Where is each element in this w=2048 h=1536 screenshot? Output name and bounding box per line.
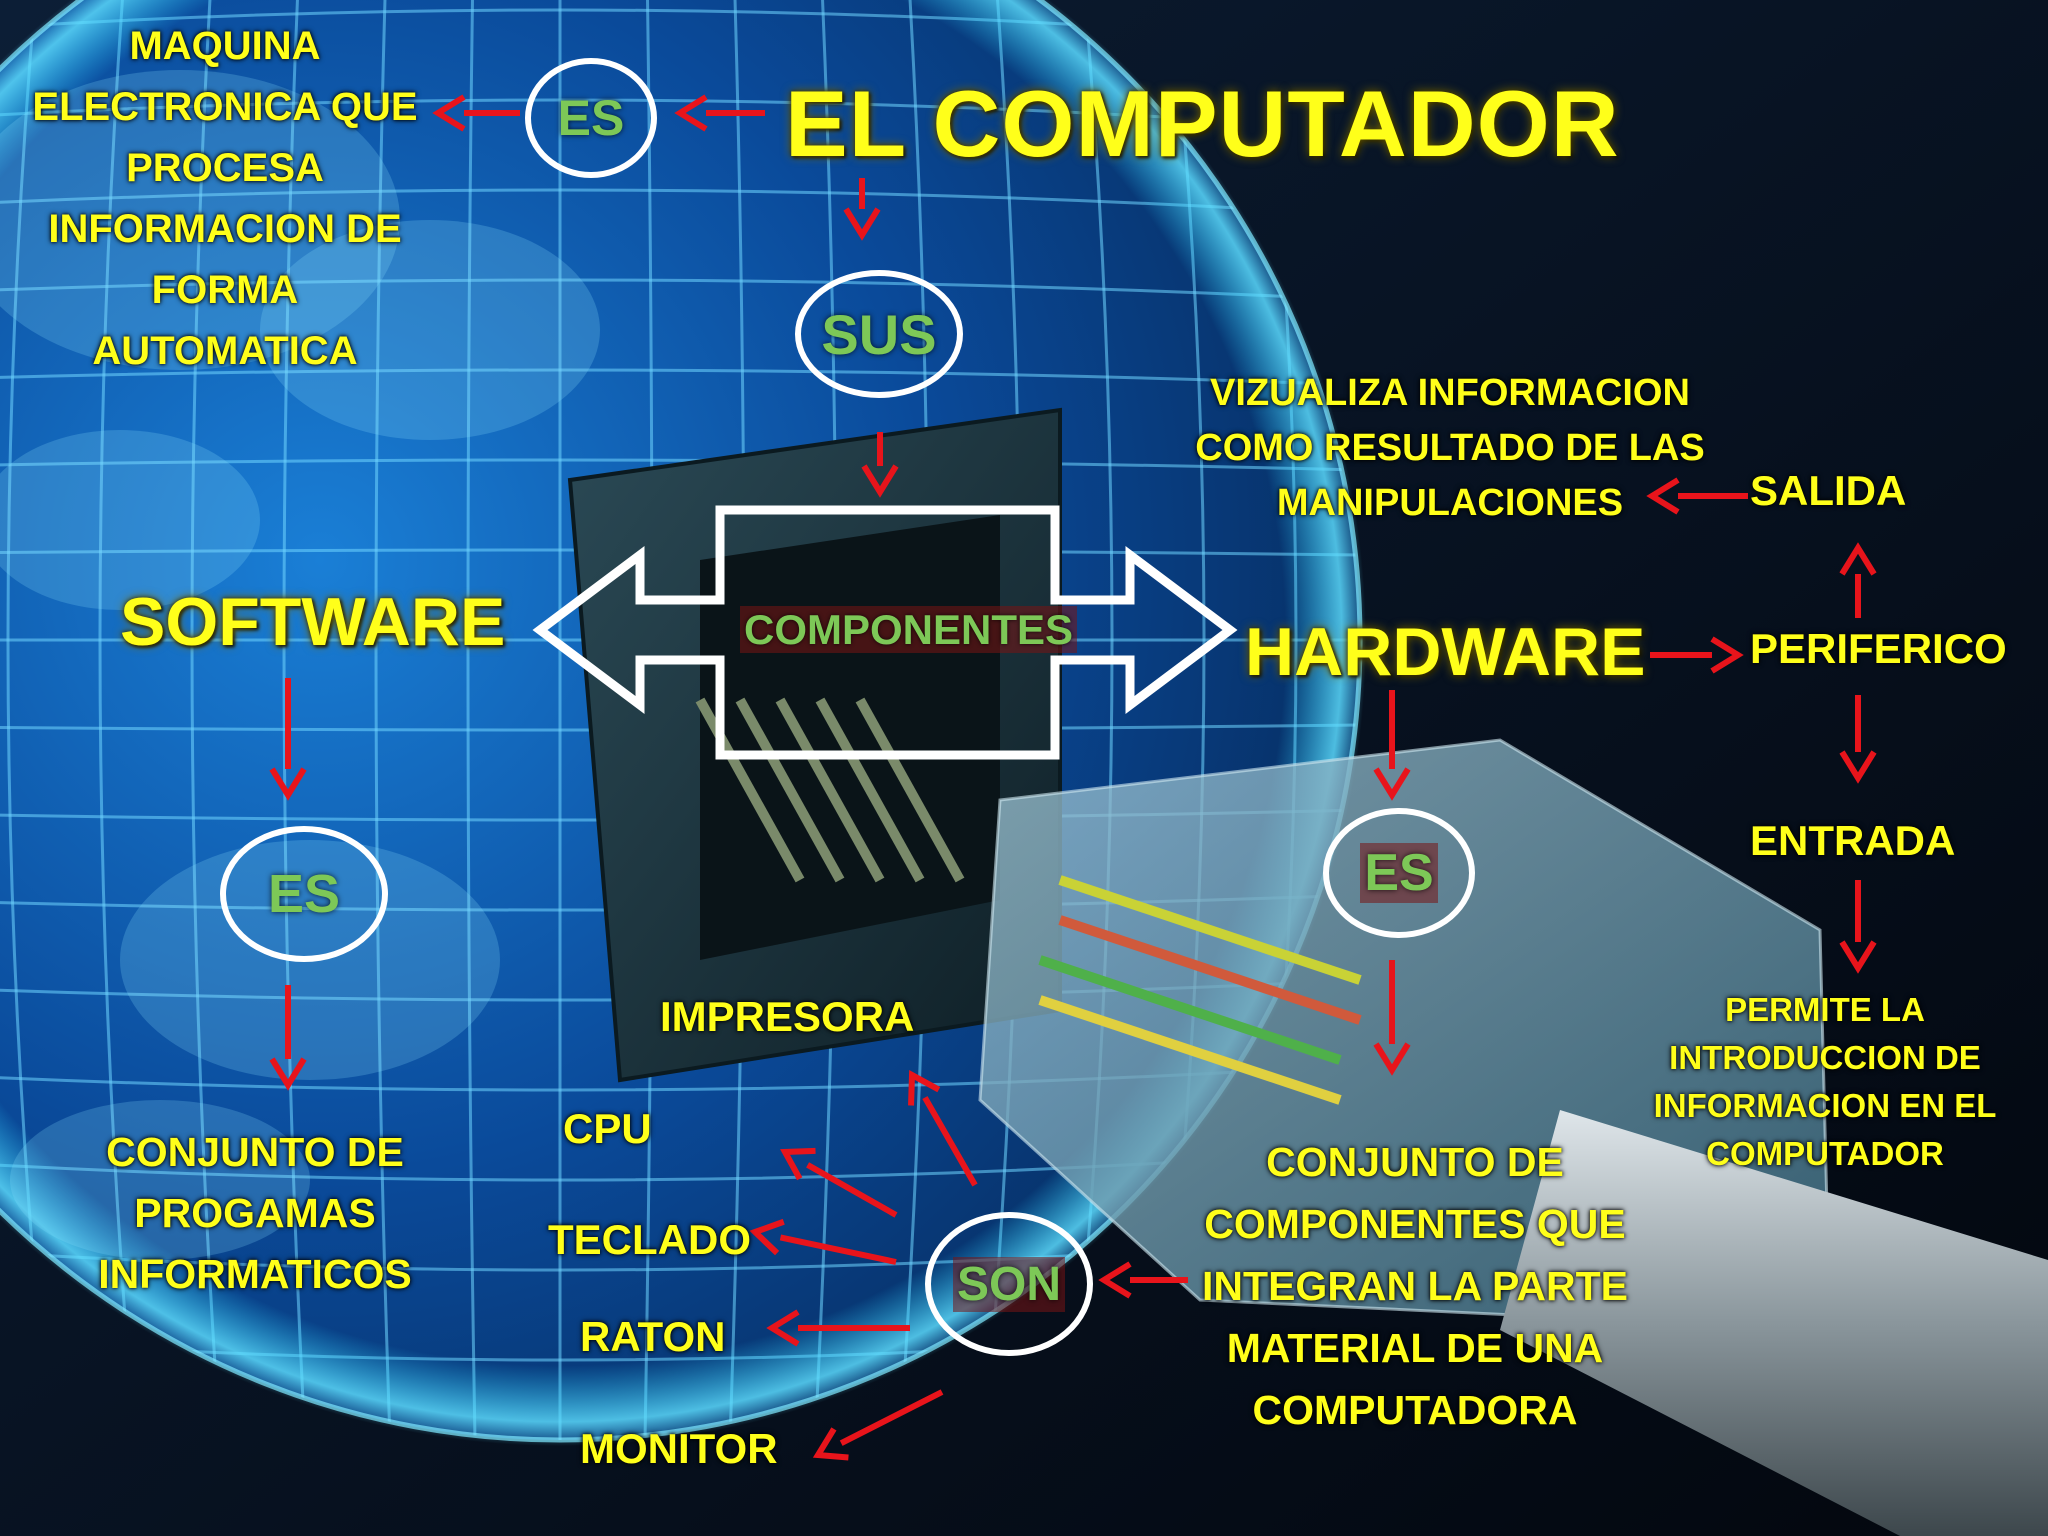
salida-definition: VIZUALIZA INFORMACION COMO RESULTADO DE … (1185, 366, 1715, 531)
device-cpu: CPU (563, 1105, 652, 1152)
salida-label: SALIDA (1750, 467, 1907, 514)
salida-def-line: COMO RESULTADO DE LAS (1195, 427, 1705, 469)
definition-line: AUTOMATICA (92, 329, 358, 373)
definition-line: MAQUINA (129, 24, 321, 68)
periferico-to-salida-arrow (1839, 542, 1877, 618)
son-node: SON (925, 1212, 1093, 1356)
son-to-raton-arrow (766, 1309, 910, 1347)
software-definition: CONJUNTO DE PROGAMAS INFORMATICOS (70, 1122, 440, 1305)
componentes-text: COMPONENTES (740, 606, 1078, 653)
hardware-def-line: INTEGRAN LA PARTE (1202, 1263, 1628, 1309)
title-to-sus-arrow (843, 178, 881, 241)
salida-to-def-arrow (1646, 477, 1748, 515)
hardware-def-line: COMPUTADORA (1252, 1387, 1578, 1433)
es-software-label: ES (267, 864, 341, 924)
software-def-line: PROGAMAS (134, 1190, 376, 1236)
device-impresora: IMPRESORA (660, 993, 915, 1040)
hardware-def-line: CONJUNTO DE (1266, 1139, 1564, 1185)
device-raton: RATON (580, 1313, 726, 1360)
es-top-node: ES (525, 58, 657, 178)
sus-to-componentes-arrow (861, 432, 899, 498)
son-to-cpu-arrow (780, 1147, 898, 1218)
definition-line: INFORMACION DE (48, 207, 402, 251)
software-label: SOFTWARE (120, 584, 506, 660)
hardware-definition: CONJUNTO DE COMPONENTES QUE INTEGRAN LA … (1175, 1131, 1655, 1441)
computer-definition: MAQUINA ELECTRONICA QUE PROCESA INFORMAC… (20, 16, 430, 382)
page-title: EL COMPUTADOR (785, 71, 1620, 176)
es-hardware-label: ES (1360, 843, 1438, 903)
device-teclado: TECLADO (548, 1216, 751, 1263)
es-software-node: ES (220, 826, 388, 962)
entrada-def-line: PERMITE LA (1725, 991, 1925, 1028)
sus-node: SUS (795, 270, 963, 398)
es-to-hardware-def-arrow (1373, 960, 1411, 1076)
hardware-to-periferico-arrow (1650, 636, 1744, 674)
componentes-label: COMPONENTES (740, 606, 1078, 654)
periferico-to-entrada-arrow (1839, 695, 1877, 784)
componentes-double-arrow (532, 505, 1238, 760)
periferico-label: PERIFERICO (1750, 625, 2007, 672)
software-def-line: INFORMATICOS (98, 1251, 412, 1297)
son-to-monitor-arrow (812, 1389, 944, 1461)
software-def-line: CONJUNTO DE (106, 1129, 404, 1175)
salida-def-line: MANIPULACIONES (1276, 482, 1624, 524)
hardware-def-line: MATERIAL DE UNA (1226, 1325, 1604, 1371)
son-to-impresora-arrow (908, 1070, 978, 1187)
hardware-to-es-arrow (1373, 690, 1411, 801)
hardware-label: HARDWARE (1245, 614, 1646, 690)
definition-line: PROCESA (126, 146, 324, 190)
son-label: SON (952, 1256, 1065, 1312)
entrada-definition: PERMITE LA INTRODUCCION DE INFORMACION E… (1640, 986, 2010, 1178)
es-top-label: ES (557, 90, 625, 146)
def-to-son-arrow (1098, 1261, 1188, 1299)
definition-line: ELECTRONICA QUE (32, 85, 418, 129)
entrada-def-line: COMPUTADOR (1706, 1135, 1944, 1172)
son-to-teclado-arrow (749, 1218, 897, 1265)
definition-line: FORMA (151, 268, 299, 312)
entrada-label: ENTRADA (1750, 817, 1956, 864)
es-to-software-def-arrow (269, 985, 307, 1091)
device-monitor: MONITOR (580, 1425, 778, 1472)
entrada-def-line: INFORMACION EN EL (1653, 1087, 1997, 1124)
es-to-definition-arrow (432, 94, 520, 132)
sus-label: SUS (821, 302, 937, 366)
salida-def-line: VIZUALIZA INFORMACION (1210, 372, 1690, 414)
title-to-es-arrow (674, 94, 765, 132)
hardware-def-line: COMPONENTES QUE (1204, 1201, 1626, 1247)
software-to-es-arrow (269, 678, 307, 801)
entrada-def-line: INTRODUCCION DE (1669, 1039, 1981, 1076)
entrada-to-def-arrow (1839, 880, 1877, 974)
es-hardware-node: ES (1323, 808, 1475, 938)
